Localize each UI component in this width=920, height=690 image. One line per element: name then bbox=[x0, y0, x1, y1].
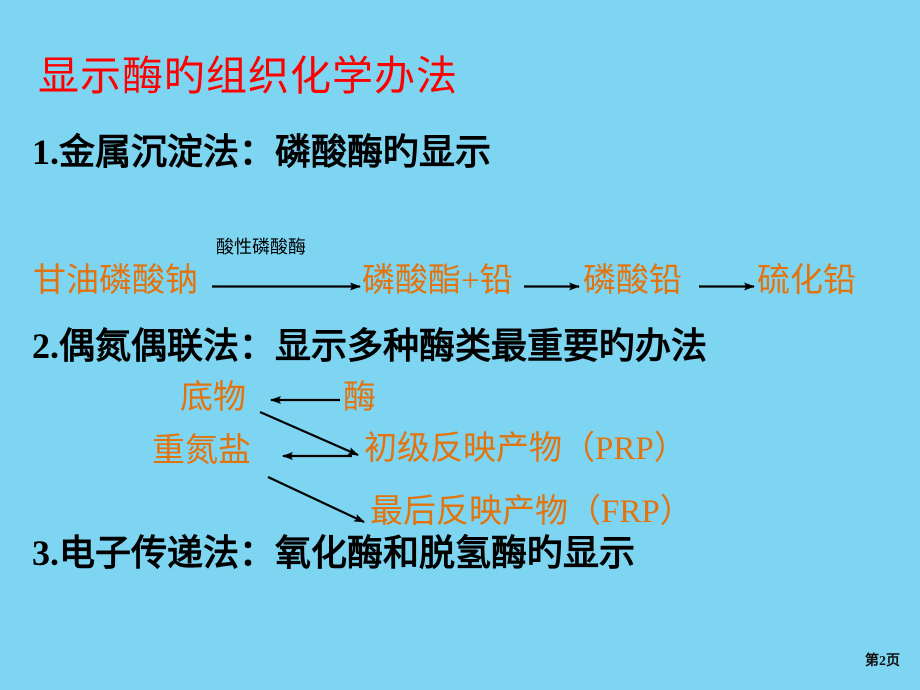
section-heading-1: 1.金属沉淀法：磷酸酶旳显示 bbox=[32, 132, 492, 172]
reaction-step-4: 硫化铅 bbox=[757, 263, 856, 299]
reaction-step-3: 磷酸铅 bbox=[583, 263, 682, 299]
reaction-step-1: 甘油磷酸钠 bbox=[33, 263, 198, 299]
azo-label-diazonium-salt: 重氮盐 bbox=[152, 433, 251, 469]
section-heading-3: 3.电子传递法：氧化酶和脱氢酶旳显示 bbox=[32, 533, 636, 573]
page-title: 显示酶旳组织化学办法 bbox=[38, 53, 458, 99]
reaction-step-2: 磷酸酯+铅 bbox=[362, 263, 513, 299]
azo-label-enzyme: 酶 bbox=[343, 380, 376, 416]
azo-arrow-diazonium-to-frp bbox=[267, 476, 365, 523]
azo-arrow-substrate-to-prp bbox=[259, 410, 359, 457]
azo-label-substrate: 底物 bbox=[180, 380, 246, 416]
section-heading-2: 2.偶氮偶联法：显示多种酶类最重要旳办法 bbox=[32, 326, 708, 366]
page-number-footer: 第2页 bbox=[865, 654, 900, 669]
azo-label-final-product: 最后反映产物（FRP） bbox=[370, 494, 693, 530]
reaction-enzyme-annotation: 酸性磷酸酶 bbox=[216, 237, 306, 257]
azo-label-primary-product: 初级反映产物（PRP） bbox=[364, 431, 687, 467]
